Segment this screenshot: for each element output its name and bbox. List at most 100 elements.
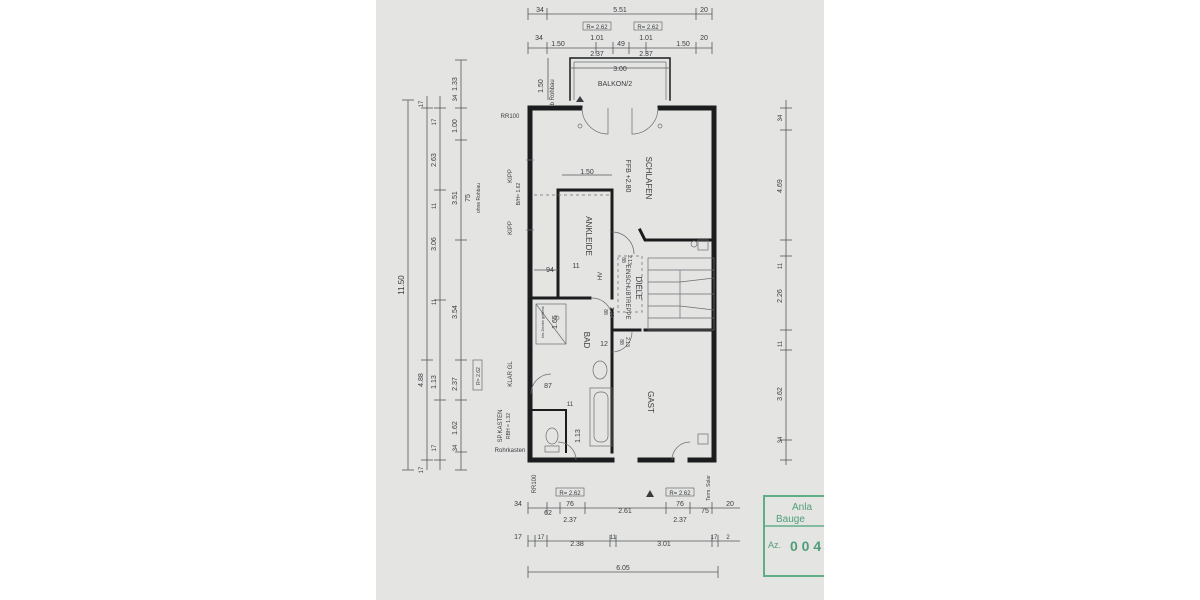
right-margin-mask [824, 0, 1200, 600]
int-dim-150: 1.50 [580, 169, 594, 176]
left-inner-34: 34 [453, 444, 459, 451]
bottom-dim3-301: 3.01 [657, 541, 671, 548]
label-schlafen: SCHLAFEN [644, 157, 653, 200]
dusche-note: bis Decke gefliest [540, 305, 545, 337]
int-dim-94: 94 [546, 267, 554, 274]
section-markers [576, 96, 654, 497]
top-dim2-101a: 1.01 [590, 35, 604, 42]
paper-sheet [376, 0, 824, 600]
top-dim2-150b: 1.50 [676, 41, 690, 48]
balcony-label: BALKON/2 [598, 81, 632, 88]
int-dim-165: 1.65 [552, 315, 559, 329]
int-dim-87: 87 [544, 383, 552, 390]
window-bh: B/H= 1.62 [516, 183, 522, 206]
bottom-dim-76b: 76 [676, 501, 684, 508]
bottom-dim3-2: 2 [726, 535, 730, 541]
sp-kasten-label: SP.KASTEN [498, 410, 504, 443]
bottom-total-605: 6.05 [616, 565, 630, 572]
bottom-dim-261: 2.61 [618, 508, 632, 515]
top-dim-551: 5.51 [613, 7, 627, 14]
stamp-line-4: 0 0 4 [790, 538, 821, 554]
top-dim2-20: 20 [700, 35, 708, 42]
top-dim-34: 34 [536, 7, 544, 14]
bottom-dim-34: 34 [514, 501, 522, 508]
left-mid-263: 2.63 [431, 153, 438, 167]
bottom-dim2-237a: 2.37 [563, 517, 577, 524]
top-dim-20: 20 [700, 7, 708, 14]
left-dimension-lines [402, 59, 483, 471]
klar-gl-label: KLAR GL [508, 361, 514, 387]
kipp-a: KIPP [508, 169, 514, 183]
left-window-r: R= 2.62 [476, 367, 482, 385]
right-dim-226: 2.26 [777, 289, 784, 303]
term-solar-label: Term. Solar [706, 475, 712, 501]
balcony [547, 57, 671, 101]
background-left [0, 0, 376, 600]
rohrkasten-label: Rohrkasten [495, 448, 526, 454]
int-dim-12: 12 [600, 341, 608, 348]
top-dim2-49: 49 [617, 41, 625, 48]
bottom-dim-75: 75 [701, 508, 709, 515]
left-inner-100: 1.00 [452, 119, 459, 133]
top-dim3-237b: 2.37 [639, 51, 653, 58]
bottom-dim3-17b: 17 [538, 535, 545, 541]
left-misc-75: 75 [465, 194, 472, 202]
door-dim-88a: 88 [620, 257, 626, 263]
left-mid-17a: 17 [432, 118, 438, 125]
label-gast: GAST [646, 391, 655, 413]
label-ffb: FFB +2.80 [624, 160, 631, 193]
stamp-line-2: Bauge [776, 514, 805, 525]
int-dim-113: 1.13 [575, 429, 582, 443]
left-inner-162: 1.62 [452, 421, 459, 435]
stair [617, 255, 715, 331]
door-dim-213b: 2.13 [624, 337, 630, 347]
bottom-dim3-17a: 17 [514, 534, 522, 541]
bottom-window-r-right: R= 2.62 [669, 491, 691, 497]
door-swings [530, 107, 691, 461]
bottom-dim-20: 20 [726, 501, 734, 508]
right-dim-11b: 11 [778, 340, 784, 347]
right-dim-362: 3.62 [777, 387, 784, 401]
bottom-dim3-238: 2.38 [570, 541, 584, 548]
bottom-dim3-17c: 17 [711, 535, 718, 541]
bottom-dimension-lines [527, 487, 740, 578]
left-total-1150: 11.50 [397, 275, 406, 295]
left-outer-488: 4.88 [418, 373, 425, 387]
door-88-label: 88 [602, 309, 608, 315]
int-dim-11a: 11 [572, 263, 579, 270]
label-ankleide: ANKLEIDE [584, 216, 593, 256]
rr100-top: RR100 [501, 114, 520, 120]
right-dim-34a: 34 [778, 114, 784, 121]
top-dimension-lines [527, 8, 713, 54]
left-mid-306: 3.06 [431, 237, 438, 251]
rbh-label: RBH = 1.32 [506, 413, 512, 439]
window-marks [526, 123, 663, 231]
top-window-r-right: R= 2.62 [637, 25, 659, 31]
left-misc-34: 34 [453, 94, 459, 101]
top-window-r-left: R= 2.62 [586, 25, 608, 31]
balcony-width: 3.00 [613, 66, 627, 73]
rr100-bottom: RR100 [532, 474, 538, 493]
door-dim-88b: 88 [618, 339, 624, 345]
label-diele: DIELE [634, 276, 643, 299]
bottom-dim2-237b: 2.37 [673, 517, 687, 524]
right-dimension-lines [780, 100, 792, 465]
top-dim2-150a: 1.50 [551, 41, 565, 48]
door-dim-213a: 2.13 [626, 255, 632, 265]
left-inner-354: 3.54 [452, 305, 459, 319]
top-dim3-237a: 2.37 [590, 51, 604, 58]
left-mid-17b: 17 [432, 444, 438, 451]
left-inner-351: 3.51 [452, 191, 459, 205]
kipp-b: KIPP [508, 221, 514, 235]
right-dim-11a: 11 [778, 262, 784, 269]
bottom-dim-76a: 76 [566, 501, 574, 508]
left-mid-113: 1.13 [431, 375, 438, 389]
left-mid-11a: 11 [432, 202, 438, 209]
ohne-rohbau-label: ohne Rohbau [476, 183, 482, 213]
bottom-window-r-left: R= 2.62 [559, 491, 581, 497]
stamp-line-3: Az. [768, 540, 781, 550]
top-dim2-101b: 1.01 [639, 35, 653, 42]
bottom-dim3-11: 11 [610, 535, 617, 541]
left-inner-237: 2.37 [452, 377, 459, 391]
